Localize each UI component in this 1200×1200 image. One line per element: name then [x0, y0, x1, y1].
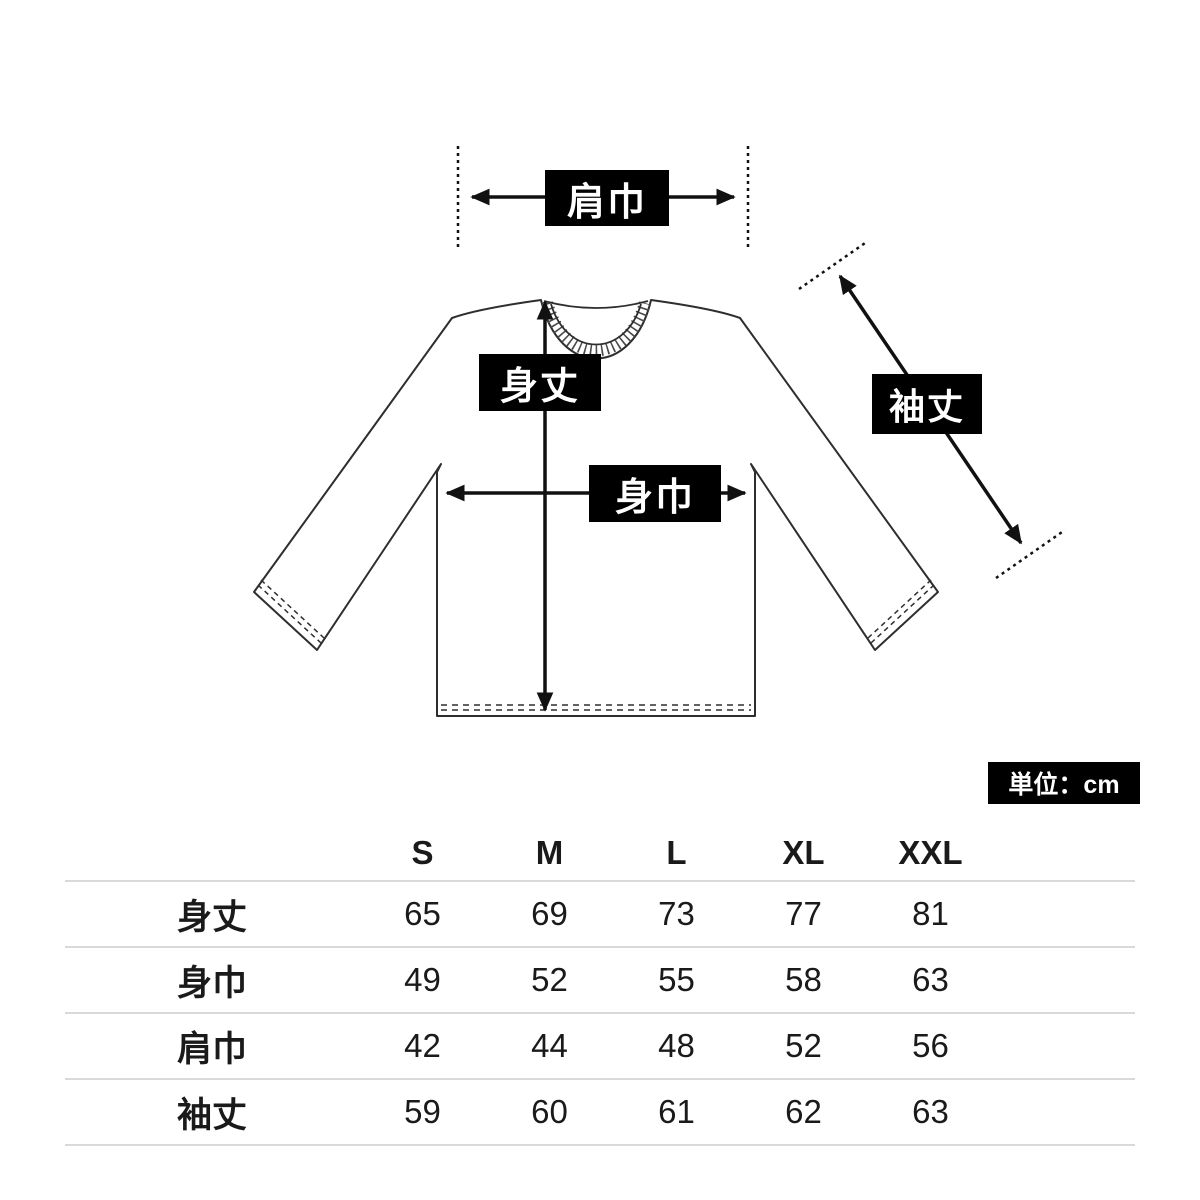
row-label: 身丈: [176, 897, 247, 937]
table-cell: 42: [404, 1027, 441, 1064]
guide-line: [995, 528, 1066, 580]
table-cell: 65: [404, 895, 441, 932]
column-header-m: M: [535, 834, 564, 871]
table-cell: 59: [404, 1093, 441, 1130]
table-cell: 58: [785, 961, 822, 998]
table-cell: 77: [785, 895, 822, 932]
collar-inner-edge: [550, 303, 642, 346]
table-row-shoulder-width: 肩巾 42 44 48 52 56: [65, 1012, 1135, 1078]
column-header-s: S: [411, 834, 434, 871]
row-label: 肩巾: [176, 1029, 247, 1069]
row-label: 身巾: [176, 963, 247, 1003]
table-cell: 49: [404, 961, 441, 998]
unit-badge: 単位：cm: [988, 762, 1140, 804]
table-cell: 56: [912, 1027, 949, 1064]
collar-ribbing: [541, 301, 651, 357]
row-label: 袖丈: [176, 1095, 247, 1135]
sleeve-length-label: 袖丈: [872, 374, 982, 434]
table-row-body-width: 身巾 49 52 55 58 63: [65, 946, 1135, 1012]
table-row-sleeve-length: 袖丈 59 60 61 62 63: [65, 1078, 1135, 1144]
collar-top-edge: [543, 300, 649, 309]
column-header-xxl: XXL: [898, 834, 963, 871]
table-cell: 52: [785, 1027, 822, 1064]
table-cell: 69: [531, 895, 568, 932]
column-header-xl: XL: [782, 834, 825, 871]
table-cell: 60: [531, 1093, 568, 1130]
table-cell: 81: [912, 895, 949, 932]
shoulder-width-label: 肩巾: [545, 170, 669, 226]
guide-line: [798, 239, 869, 291]
table-row-body-length: 身丈 65 69 73 77 81: [65, 880, 1135, 946]
table-cell: 63: [912, 961, 949, 998]
size-table: S M L XL XXL 身丈 65 69 73 77 81 身巾 49 52 …: [65, 826, 1135, 1146]
table-cell: 73: [658, 895, 695, 932]
table-cell: 44: [531, 1027, 568, 1064]
table-cell: 62: [785, 1093, 822, 1130]
table-header-row: S M L XL XXL: [65, 826, 1135, 880]
column-header-l: L: [666, 834, 687, 871]
table-cell: 52: [531, 961, 568, 998]
table-cell: 61: [658, 1093, 695, 1130]
body-length-label: 身丈: [479, 354, 601, 411]
table-cell: 48: [658, 1027, 695, 1064]
table-cell: 55: [658, 961, 695, 998]
body-width-label: 身巾: [589, 465, 721, 522]
table-cell: 63: [912, 1093, 949, 1130]
